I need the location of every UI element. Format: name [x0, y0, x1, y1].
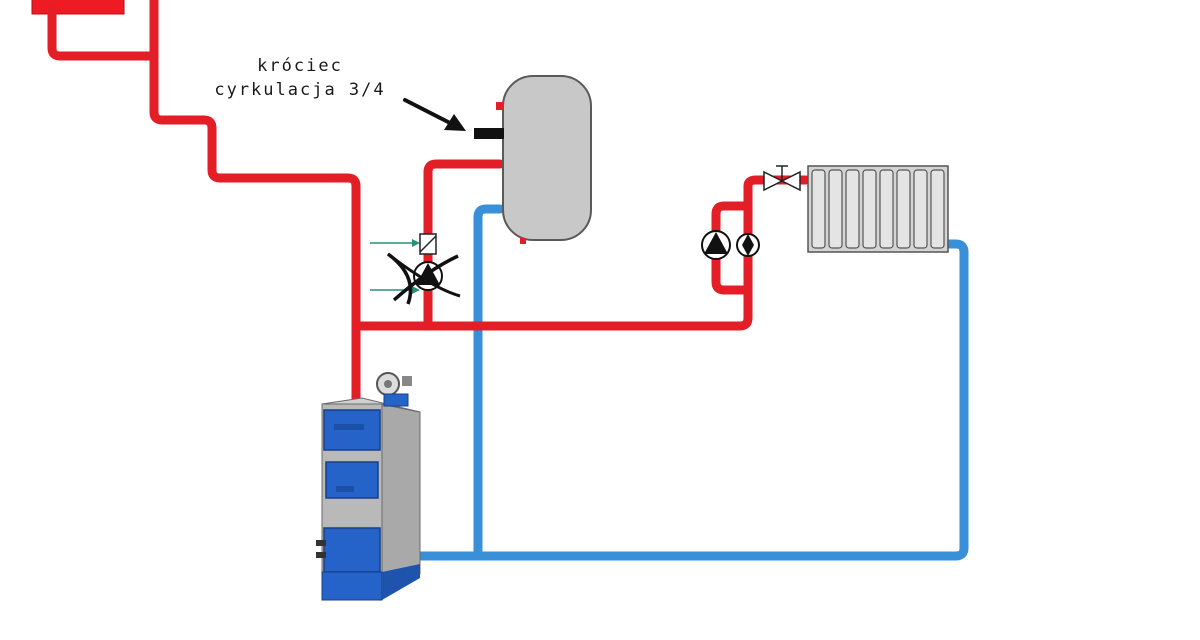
- expansion-pipe-left: [47, 5, 157, 61]
- circulation-outlet-icon: [474, 128, 504, 139]
- tank-return-pipe: [473, 204, 505, 561]
- storage-tank-icon: [502, 75, 592, 241]
- check-valve-icon: [419, 233, 437, 255]
- cold-return-pipes: [415, 204, 969, 561]
- radiator-pump-assembly: [701, 230, 760, 260]
- expansion-tank-icon: [31, 0, 125, 15]
- crossed-out-pump-icon: [386, 252, 461, 305]
- arrow-icon: [403, 98, 466, 131]
- storage-tank: [474, 75, 592, 244]
- tank-top-nozzle: [496, 102, 504, 110]
- boiler-middle-door: [325, 461, 379, 499]
- radiator-icon: [807, 165, 949, 253]
- tank-loading-assembly: [370, 233, 461, 305]
- check-valve-icon: [736, 233, 760, 257]
- boiler-icon: [316, 372, 421, 601]
- tank-bottom-nozzle: [520, 238, 526, 244]
- tank-supply-pipe: [423, 159, 505, 331]
- annotation-line-2: cyrkulacja 3/4: [214, 80, 386, 100]
- expansion-riser: [149, 0, 361, 407]
- boiler-lower-door: [323, 527, 381, 573]
- boiler-fan-icon: [376, 372, 412, 407]
- radiator-valve-icon: [763, 165, 801, 192]
- circulation-outlet-label: króciec cyrkulacja 3/4: [190, 54, 410, 102]
- pump-icon: [701, 230, 731, 260]
- annotation-line-1: króciec: [257, 56, 343, 76]
- main-return-pipe: [415, 239, 969, 561]
- hot-supply-pipes: [47, 0, 811, 407]
